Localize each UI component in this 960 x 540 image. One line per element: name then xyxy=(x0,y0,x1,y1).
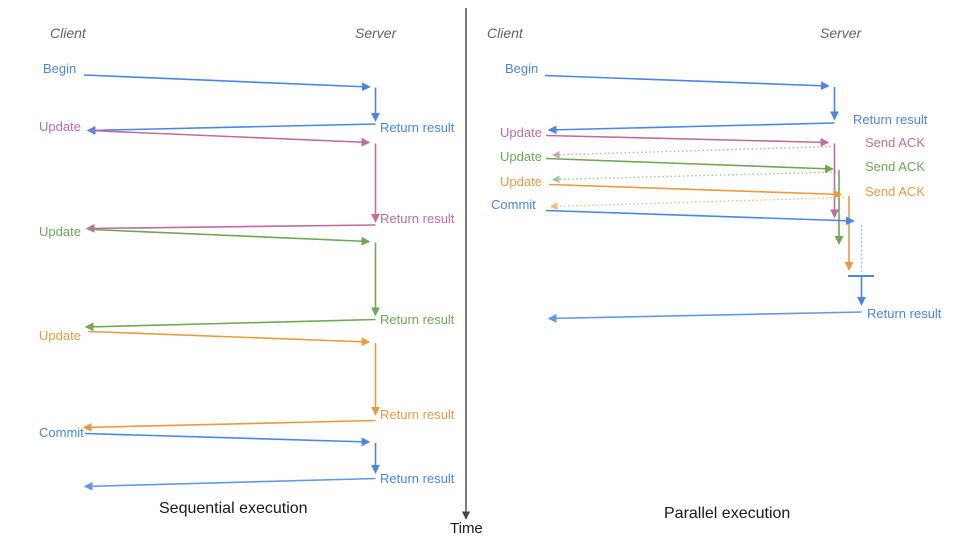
seq-begin-request-line xyxy=(83,74,371,92)
seq-commit-result-label: Return result xyxy=(380,471,455,486)
seq-server-header: Server xyxy=(355,25,397,41)
seq-update1-result-label: Return result xyxy=(380,211,455,226)
par-update3-ack-line xyxy=(549,196,845,211)
par-server-header: Server xyxy=(820,25,862,41)
par-update2-ack-label: Send ACK xyxy=(865,159,925,174)
par-commit-label: Commit xyxy=(491,197,536,212)
seq-update1-request-line xyxy=(88,129,371,147)
time-axis-label: Time xyxy=(450,520,483,537)
par-begin-result-label: Return result xyxy=(853,112,928,127)
par-update1-request-line xyxy=(545,134,830,147)
seq-begin-return-line xyxy=(86,123,376,135)
seq-update2-label: Update xyxy=(39,224,81,239)
par-title: Parallel execution xyxy=(664,505,791,522)
par-commit-return-line xyxy=(547,311,862,323)
seq-commit-return-line xyxy=(83,477,376,491)
seq-title: Sequential execution xyxy=(159,500,308,517)
par-update3-request-line xyxy=(548,183,843,199)
seq-update1-return-line xyxy=(85,224,376,233)
seq-update2-return-line xyxy=(84,318,376,332)
par-update1-ack-line xyxy=(551,145,832,159)
seq-update2-request-line xyxy=(90,228,371,246)
sequential-diagram-lines xyxy=(82,74,380,491)
par-update3-label: Update xyxy=(500,174,542,189)
par-update2-label: Update xyxy=(500,149,542,164)
par-update2-request-line xyxy=(545,157,834,174)
seq-client-header: Client xyxy=(50,25,86,41)
seq-commit-label: Commit xyxy=(39,425,84,440)
par-update2-ack-line xyxy=(551,171,837,184)
seq-update2-result-label: Return result xyxy=(380,312,455,327)
seq-begin-result-label: Return result xyxy=(380,120,455,135)
par-begin-return-line xyxy=(547,122,835,135)
seq-update3-label: Update xyxy=(39,328,81,343)
par-begin-label: Begin xyxy=(505,61,539,76)
seq-update3-result-label: Return result xyxy=(380,407,455,422)
parallel-diagram-lines xyxy=(544,74,874,323)
seq-update3-request-line xyxy=(87,330,371,347)
seq-update1-label: Update xyxy=(39,119,81,134)
par-update1-label: Update xyxy=(500,125,542,140)
par-begin-request-line xyxy=(544,74,830,91)
seq-begin-label: Begin xyxy=(43,61,77,76)
par-update1-ack-label: Send ACK xyxy=(865,135,925,150)
par-client-header: Client xyxy=(487,25,523,41)
par-commit-result-label: Return result xyxy=(867,306,942,321)
par-commit-request-line xyxy=(545,209,855,226)
seq-commit-request-line xyxy=(84,432,371,447)
seq-update3-return-line xyxy=(82,419,376,432)
par-update3-ack-label: Send ACK xyxy=(865,184,925,199)
